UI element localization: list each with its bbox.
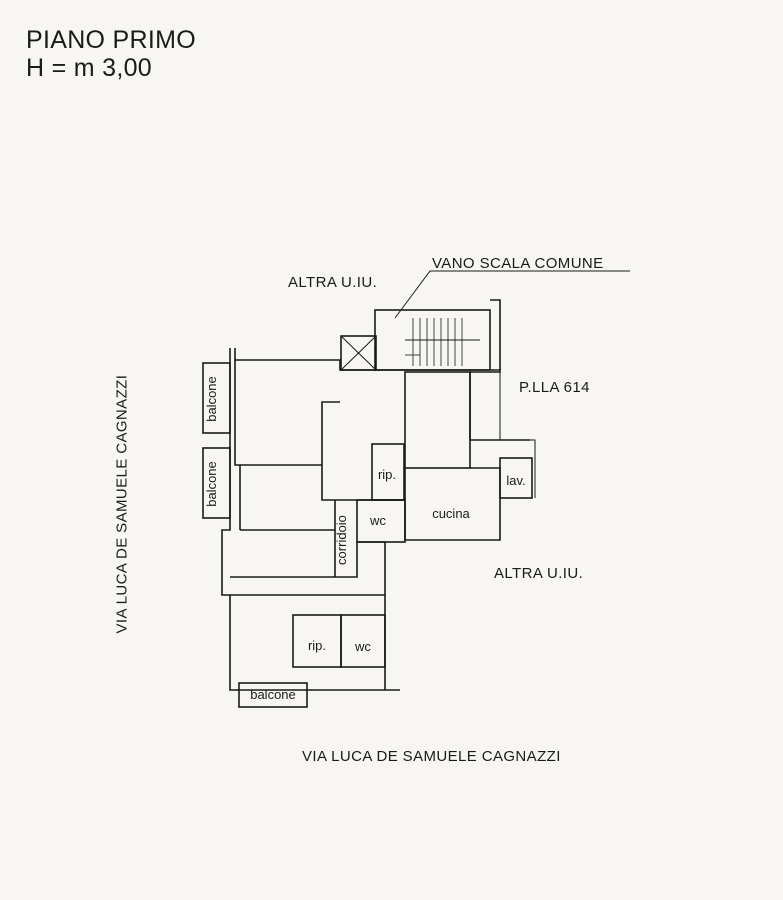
label-plla: P.LLA 614 <box>519 379 590 396</box>
room-rip-lower: rip. <box>308 638 326 653</box>
leader-line <box>394 270 630 319</box>
wall-cucina <box>404 467 501 541</box>
balcone-2-outline <box>202 447 231 519</box>
label-street-bottom: VIA LUCA DE SAMUELE CAGNAZZI <box>302 748 561 765</box>
wall-cucina-upper <box>404 371 471 469</box>
floor-title: PIANO PRIMO H = m 3,00 <box>26 26 196 82</box>
wall-lav <box>499 457 533 499</box>
room-cucina: cucina <box>432 506 470 521</box>
label-vano-scala: VANO SCALA COMUNE <box>432 255 604 272</box>
stair-side-wall <box>490 299 501 370</box>
wall-wc-lower <box>340 614 386 668</box>
room-wc-upper: wc <box>369 513 386 528</box>
room-rip-upper: rip. <box>378 467 396 482</box>
floor-height: H = m 3,00 <box>26 54 152 82</box>
room-balcone-2: balcone <box>204 461 219 507</box>
label-altra-uiu-top: ALTRA U.IU. <box>288 274 378 291</box>
balcone-3-outline <box>238 682 308 708</box>
stair-treads <box>412 318 463 366</box>
room-balcone-3: balcone <box>250 687 296 702</box>
room-balcone-1: balcone <box>204 376 219 422</box>
label-altra-uiu-right: ALTRA U.IU. <box>494 565 584 582</box>
room-lav: lav. <box>506 473 525 488</box>
balcone-1-outline <box>202 362 231 434</box>
room-corridoio: corridoio <box>334 515 349 565</box>
floor-name: PIANO PRIMO <box>26 26 196 54</box>
room-wc-lower: wc <box>354 639 371 654</box>
